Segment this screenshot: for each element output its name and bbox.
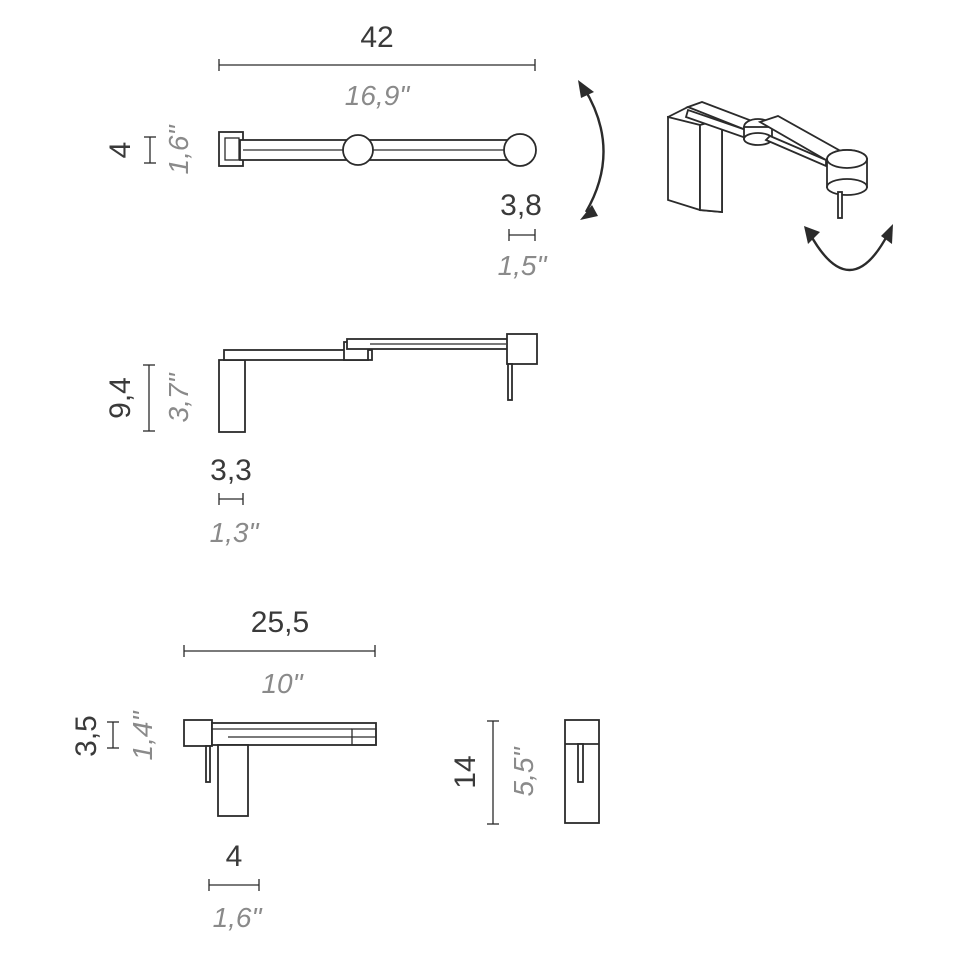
folded-stem	[205, 745, 211, 783]
side-head	[506, 333, 538, 365]
base-width-cm: 3,3	[210, 454, 252, 487]
top-height-cm: 4	[104, 142, 137, 159]
front-stem	[577, 743, 584, 783]
top-joint	[342, 134, 374, 166]
side-base	[218, 359, 246, 433]
front-height-inch: 5,5"	[508, 747, 539, 797]
front-view: 14 5,5"	[449, 719, 600, 825]
perspective-view	[666, 101, 893, 272]
folded-base	[217, 744, 249, 817]
rotation-arrow-icon	[578, 80, 605, 220]
top-width-inch: 16,9"	[345, 80, 410, 111]
head-diameter-cm: 3,8	[500, 189, 542, 222]
folded-arm-height-cm: 3,5	[70, 715, 103, 757]
folded-base-width-cm: 4	[226, 840, 243, 873]
top-width-cm: 42	[360, 21, 393, 54]
swivel-arrow-icon	[804, 224, 893, 272]
folded-view: 25,5 10" 3,5 1,4" 4 1,6"	[70, 606, 377, 933]
side-lower-arm	[223, 349, 373, 361]
head-diameter-inch: 1,5"	[498, 250, 548, 281]
side-stem	[507, 363, 513, 401]
folded-head	[183, 719, 213, 747]
folded-width-cm: 25,5	[251, 606, 309, 639]
base-width-inch: 1,3"	[210, 517, 260, 548]
side-view: 9,4 3,7" 3,3 1,3"	[104, 333, 538, 548]
folded-arm-height-inch: 1,4"	[127, 711, 158, 761]
top-height-inch: 1,6"	[163, 125, 194, 175]
side-height-inch: 3,7"	[163, 373, 194, 423]
folded-width-inch: 10"	[261, 668, 303, 699]
folded-base-width-inch: 1,6"	[213, 902, 263, 933]
side-height-cm: 9,4	[104, 377, 137, 419]
top-view: 42 16,9" 4 1,6" 3,8 1,5"	[104, 21, 605, 281]
top-head	[503, 133, 537, 167]
front-height-cm: 14	[449, 755, 482, 788]
